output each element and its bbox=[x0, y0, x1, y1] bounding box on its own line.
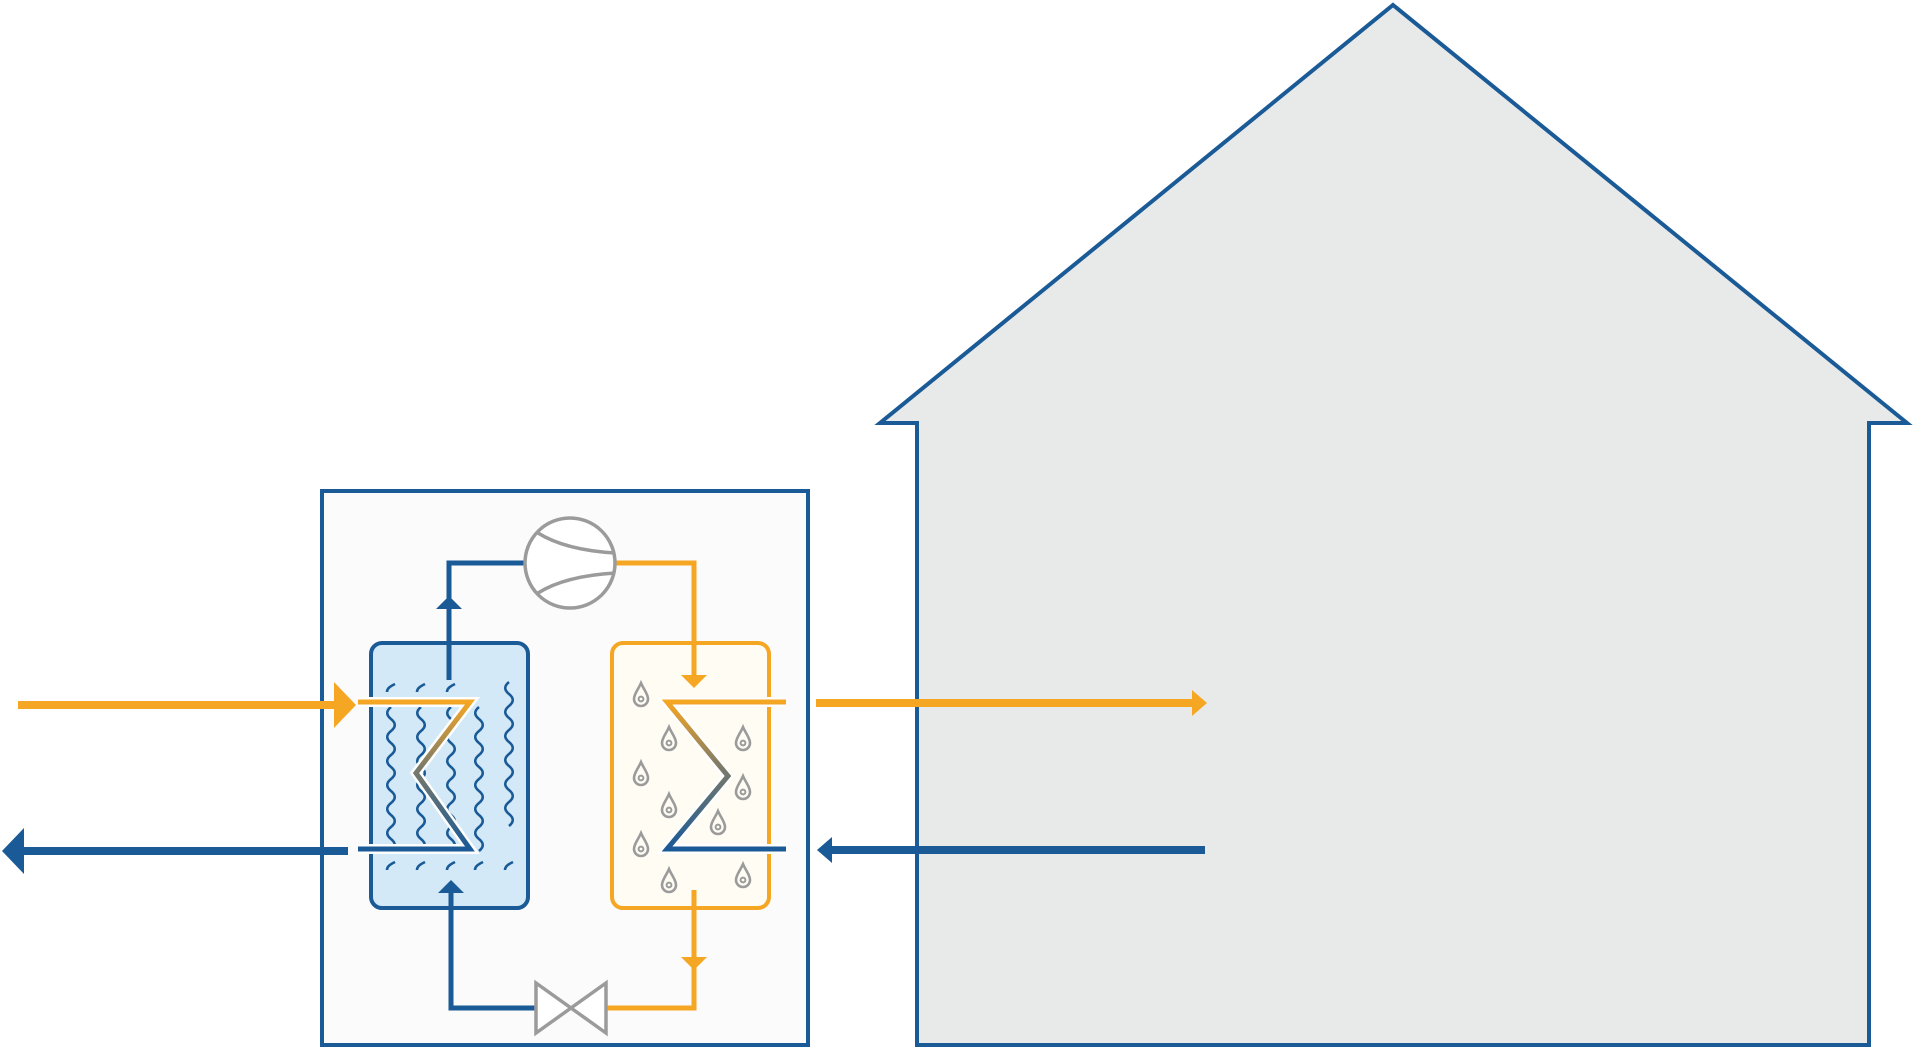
return-line bbox=[448, 890, 536, 1011]
arrow-icon bbox=[817, 837, 832, 863]
arrow-icon bbox=[681, 675, 707, 688]
house-outline bbox=[874, 2, 1913, 1047]
evaporator-exchanger bbox=[358, 641, 530, 910]
arrow-icon bbox=[1192, 690, 1207, 716]
arrow-icon bbox=[681, 957, 707, 970]
return-flow-line bbox=[817, 837, 1205, 863]
arrow-icon bbox=[334, 682, 356, 728]
discharge-line bbox=[613, 560, 697, 680]
suction-line bbox=[446, 560, 527, 680]
supply-flow-line bbox=[816, 690, 1207, 716]
liquid-line bbox=[606, 890, 697, 1011]
compressor-symbol bbox=[523, 516, 617, 610]
arrow-icon bbox=[436, 596, 462, 609]
arrow-icon bbox=[2, 828, 24, 874]
source-outflow-line bbox=[2, 828, 348, 874]
condenser-exchanger bbox=[610, 641, 786, 910]
arrow-icon bbox=[438, 880, 464, 893]
refrigerant-circuit bbox=[446, 560, 697, 1011]
source-inflow-line bbox=[18, 682, 356, 728]
expansion-valve-symbol bbox=[534, 979, 608, 1037]
